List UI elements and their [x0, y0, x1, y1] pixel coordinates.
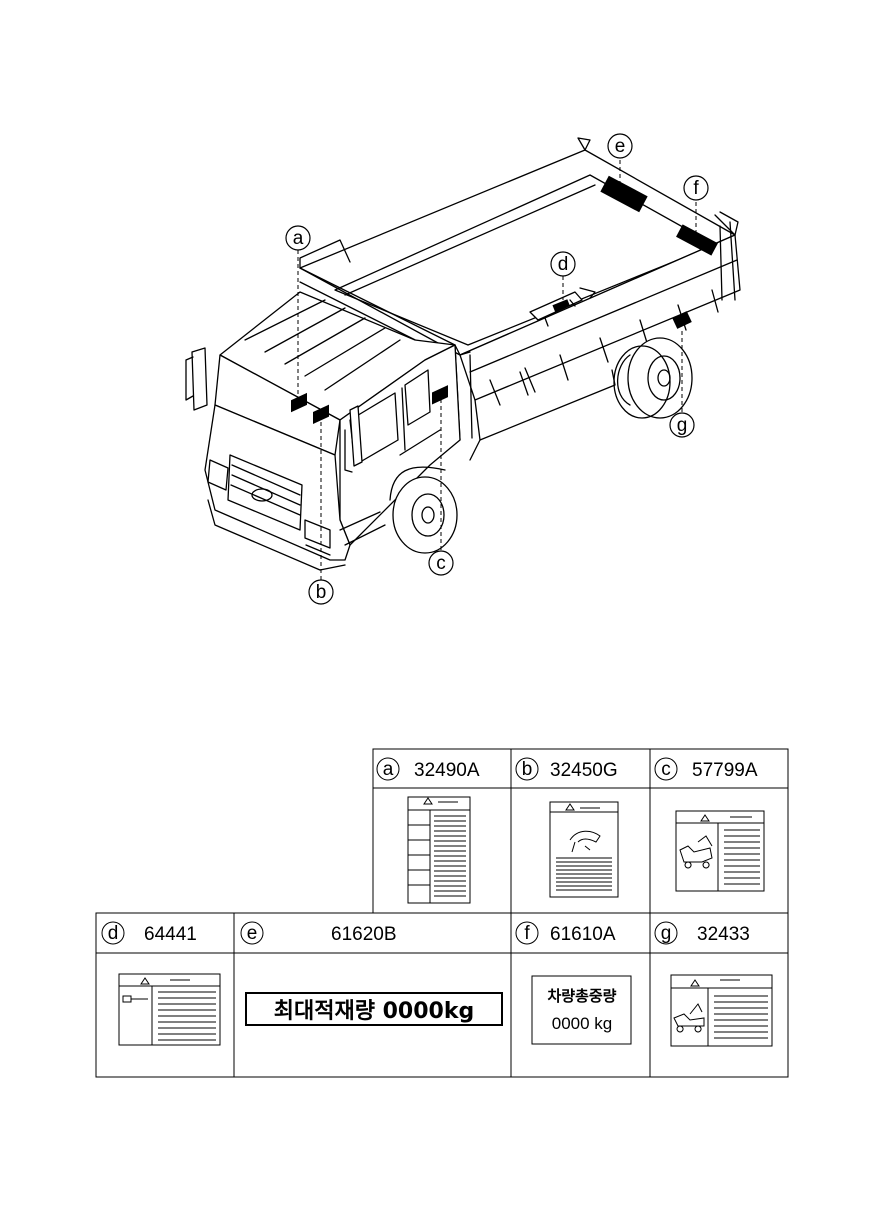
- mark-g: [672, 311, 692, 329]
- svg-text:d: d: [108, 923, 119, 944]
- header-b: b 32450G: [515, 757, 618, 781]
- label-marks: [291, 175, 718, 425]
- label-illustrations: [118, 796, 773, 1047]
- callout-f: f: [683, 175, 709, 201]
- header-c: c 57799A: [654, 757, 758, 781]
- label-a-image: [407, 796, 471, 904]
- svg-text:d: d: [558, 254, 569, 275]
- parts-table: [95, 748, 789, 1078]
- table-headers: a 32490A b 32450G c 57799A d 64441 e 616…: [101, 757, 758, 945]
- header-a: a 32490A: [376, 757, 480, 781]
- label-f-line2: 0000 kg: [552, 1014, 613, 1033]
- svg-text:e: e: [247, 923, 258, 944]
- svg-text:c: c: [436, 553, 446, 574]
- callouts: a b c d e f g: [285, 133, 709, 605]
- svg-text:a: a: [383, 759, 394, 780]
- svg-text:32450G: 32450G: [550, 760, 618, 781]
- label-f-line1: 차량총중량: [547, 987, 616, 1005]
- callout-a: a: [285, 225, 311, 251]
- svg-text:e: e: [615, 136, 626, 157]
- svg-text:64441: 64441: [144, 924, 197, 945]
- mark-a: [291, 392, 307, 413]
- label-g-image: [670, 974, 773, 1047]
- header-e: e 61620B: [240, 921, 397, 945]
- svg-text:32490A: 32490A: [414, 760, 480, 781]
- svg-text:b: b: [522, 759, 533, 780]
- svg-text:57799A: 57799A: [692, 760, 758, 781]
- label-e-image: [245, 992, 503, 1026]
- header-d: d 64441: [101, 921, 197, 945]
- mark-b: [313, 404, 329, 425]
- mark-c: [432, 385, 448, 405]
- svg-text:g: g: [677, 415, 688, 436]
- svg-text:32433: 32433: [697, 924, 750, 945]
- label-b-image: [549, 801, 619, 898]
- svg-text:f: f: [524, 923, 530, 944]
- callout-d: d: [550, 251, 576, 277]
- svg-text:61620B: 61620B: [331, 924, 397, 945]
- callout-e: e: [607, 133, 633, 159]
- svg-text:a: a: [293, 228, 304, 249]
- svg-text:g: g: [661, 923, 672, 944]
- callout-g: g: [669, 412, 695, 438]
- header-g: g 32433: [654, 921, 750, 945]
- header-f: f 61610A: [515, 921, 616, 945]
- callout-b: b: [308, 579, 334, 605]
- svg-text:f: f: [693, 178, 699, 199]
- svg-text:c: c: [661, 759, 671, 780]
- leader-lines: [297, 160, 697, 580]
- svg-text:61610A: 61610A: [550, 924, 616, 945]
- label-f-image: [531, 975, 632, 1045]
- label-d-image: [118, 973, 221, 1046]
- dump-truck-drawing: [185, 137, 741, 571]
- label-c-image: [675, 810, 765, 892]
- callout-c: c: [428, 550, 454, 576]
- mark-f: [676, 224, 718, 256]
- label-e-text: 최대적재량 0000kg: [274, 999, 474, 1024]
- mark-e: [600, 175, 648, 213]
- svg-text:b: b: [316, 582, 327, 603]
